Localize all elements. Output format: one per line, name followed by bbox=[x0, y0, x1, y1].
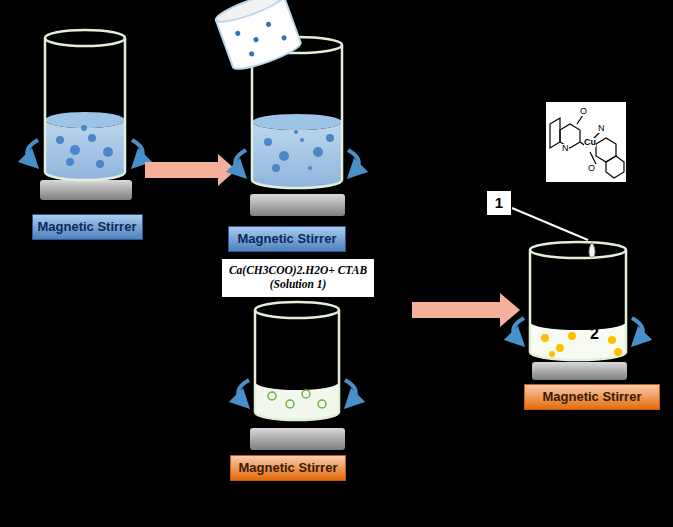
beaker bbox=[238, 302, 356, 450]
atom-label: Cu bbox=[584, 138, 596, 147]
node-text: Ca(CH3COO)2.H2O+ CTAB (Solution 1) bbox=[226, 264, 370, 292]
liquid bbox=[252, 122, 342, 188]
liquid bbox=[45, 120, 125, 180]
rotation-arrow bbox=[632, 318, 643, 340]
rotation-arrow bbox=[348, 150, 359, 172]
stirrer-label: Magnetic Stirrer bbox=[524, 384, 660, 410]
beaker-rim bbox=[530, 242, 626, 258]
stirrer-label: Magnetic Stirrer bbox=[32, 214, 143, 240]
beaker-wall bbox=[252, 45, 342, 188]
particles bbox=[264, 130, 334, 172]
stirrer-label: Magnetic Stirrer bbox=[230, 455, 346, 481]
liquid bbox=[530, 322, 626, 360]
beaker-wall bbox=[530, 250, 626, 360]
callout-number: 1 bbox=[486, 190, 512, 216]
callout-number: 2 bbox=[590, 326, 599, 342]
beaker bbox=[214, 0, 359, 216]
pouring-container bbox=[214, 0, 304, 74]
rotation-arrow bbox=[345, 380, 356, 402]
rotation-arrow bbox=[27, 140, 38, 162]
rotation-arrow bbox=[513, 318, 524, 340]
node-text: 1 bbox=[495, 194, 503, 212]
node-text: Magnetic Stirrer bbox=[38, 219, 137, 235]
particles bbox=[268, 390, 326, 408]
beaker-rim bbox=[45, 30, 125, 46]
node-text: Magnetic Stirrer bbox=[238, 231, 337, 247]
atom-label: N bbox=[562, 144, 569, 153]
atom-label: N bbox=[598, 124, 605, 133]
atom-label: O bbox=[588, 164, 595, 173]
process-arrow bbox=[412, 293, 520, 327]
particles bbox=[541, 332, 622, 357]
complex-structure bbox=[546, 102, 626, 182]
atom-label: O bbox=[580, 107, 587, 116]
liquid-surface bbox=[252, 114, 342, 130]
drop bbox=[589, 242, 595, 258]
beaker bbox=[513, 242, 643, 380]
stirrer-plate bbox=[40, 180, 132, 200]
rotation-arrow bbox=[235, 150, 246, 172]
process-arrow bbox=[145, 154, 236, 186]
stirrer-plate bbox=[250, 194, 345, 216]
liquid bbox=[255, 382, 339, 420]
solution-box: Ca(CH3COO)2.H2O+ CTAB (Solution 1) bbox=[221, 258, 375, 298]
beaker-rim bbox=[255, 302, 339, 318]
beaker-wall bbox=[45, 38, 125, 180]
beaker-wall bbox=[255, 310, 339, 420]
rotation-arrow bbox=[238, 380, 249, 402]
beaker bbox=[27, 30, 143, 200]
leader-line bbox=[512, 208, 588, 240]
stirrer-plate bbox=[532, 362, 627, 380]
node-text: Magnetic Stirrer bbox=[239, 460, 338, 476]
stirrer-label: Magnetic Stirrer bbox=[228, 226, 346, 252]
rotation-arrow bbox=[132, 140, 143, 162]
stirrer-plate bbox=[250, 428, 345, 450]
node-text: Magnetic Stirrer bbox=[543, 389, 642, 405]
particles bbox=[56, 125, 113, 168]
